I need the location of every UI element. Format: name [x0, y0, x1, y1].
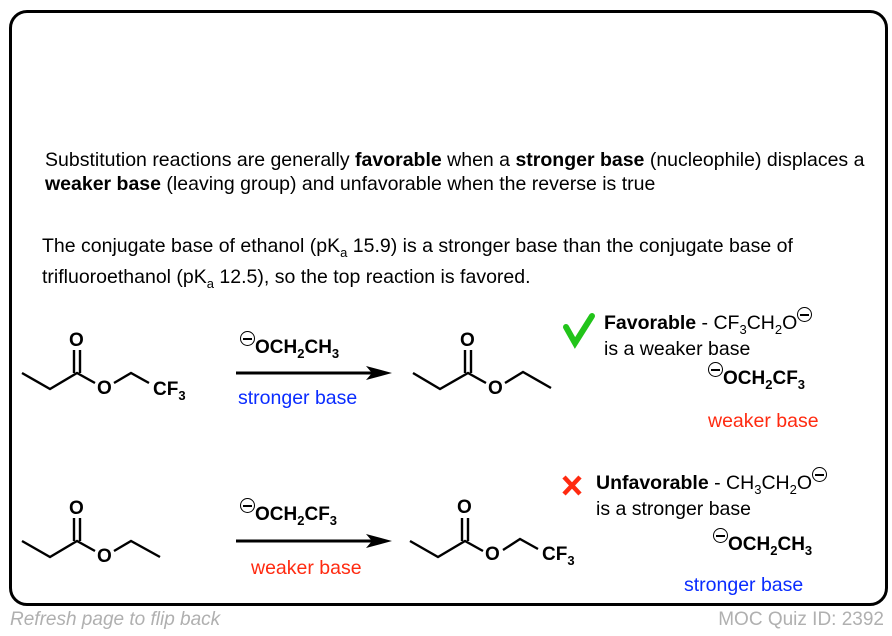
top-reactant-bonds	[21, 350, 150, 391]
bottom-product-bonds	[409, 518, 539, 559]
bottom-reactant-bonds	[21, 518, 161, 559]
text: (nucleophile) displaces a	[644, 149, 865, 171]
atom-o: O	[69, 330, 84, 351]
negative-charge-icon	[713, 528, 728, 544]
subscript: a	[340, 244, 348, 260]
bottom-verdict: Unfavorable - CH3CH2O is a stronger base	[596, 467, 828, 521]
text: when a	[441, 149, 516, 171]
text-bold: favorable	[355, 149, 442, 171]
text: The conjugate base of ethanol (pK	[42, 235, 341, 257]
text: (leaving group) and unfavorable when the…	[161, 173, 656, 195]
top-reagent-label: stronger base	[238, 387, 358, 409]
atom-o: O	[457, 497, 472, 518]
atom-o: O	[97, 378, 112, 399]
text-bold: weaker base	[45, 173, 162, 195]
atom-o: O	[69, 498, 84, 519]
subscript: a	[206, 275, 214, 291]
group-cf3: CF3	[153, 379, 186, 403]
top-product-bonds	[412, 350, 552, 391]
text: Substitution reactions are generally	[45, 149, 356, 171]
atom-o: O	[460, 330, 475, 351]
bottom-reagent-label: weaker base	[251, 557, 362, 579]
negative-charge-icon	[240, 331, 255, 347]
check-icon	[563, 313, 595, 349]
text: 15.9) is a stronger base than the conjug…	[42, 235, 793, 288]
atom-o: O	[485, 544, 500, 565]
intro-paragraph-2: The conjugate base of ethanol (pKa 15.9)…	[42, 234, 842, 296]
negative-charge-icon	[708, 362, 723, 378]
bottom-reagent: OCH2CF3	[240, 498, 337, 528]
atom-o: O	[488, 378, 503, 399]
top-reagent: OCH2CH3	[240, 331, 339, 361]
top-leaving-label: weaker base	[708, 410, 819, 432]
bottom-leaving-label: stronger base	[684, 574, 804, 596]
refresh-hint: Refresh page to flip back	[10, 609, 221, 630]
negative-charge-icon	[797, 307, 813, 323]
text-bold: stronger base	[515, 149, 645, 171]
atom-o: O	[97, 546, 112, 567]
top-verdict: Favorable - CF3CH2O is a weaker base	[604, 307, 813, 361]
group-cf3: CF3	[542, 544, 575, 568]
text: 12.5), so the top reaction is favored.	[214, 265, 531, 288]
negative-charge-icon	[240, 498, 255, 514]
bottom-leaving-group: OCH2CH3	[713, 528, 812, 558]
bottom-arrow	[236, 534, 392, 548]
intro-paragraph-1: Substitution reactions are generally fav…	[45, 148, 875, 196]
card-border	[9, 10, 888, 606]
top-leaving-group: OCH2CF3	[708, 362, 805, 392]
quiz-id: MOC Quiz ID: 2392	[718, 609, 884, 630]
top-arrow	[236, 366, 392, 380]
x-icon	[562, 475, 582, 496]
negative-charge-icon	[812, 467, 828, 483]
